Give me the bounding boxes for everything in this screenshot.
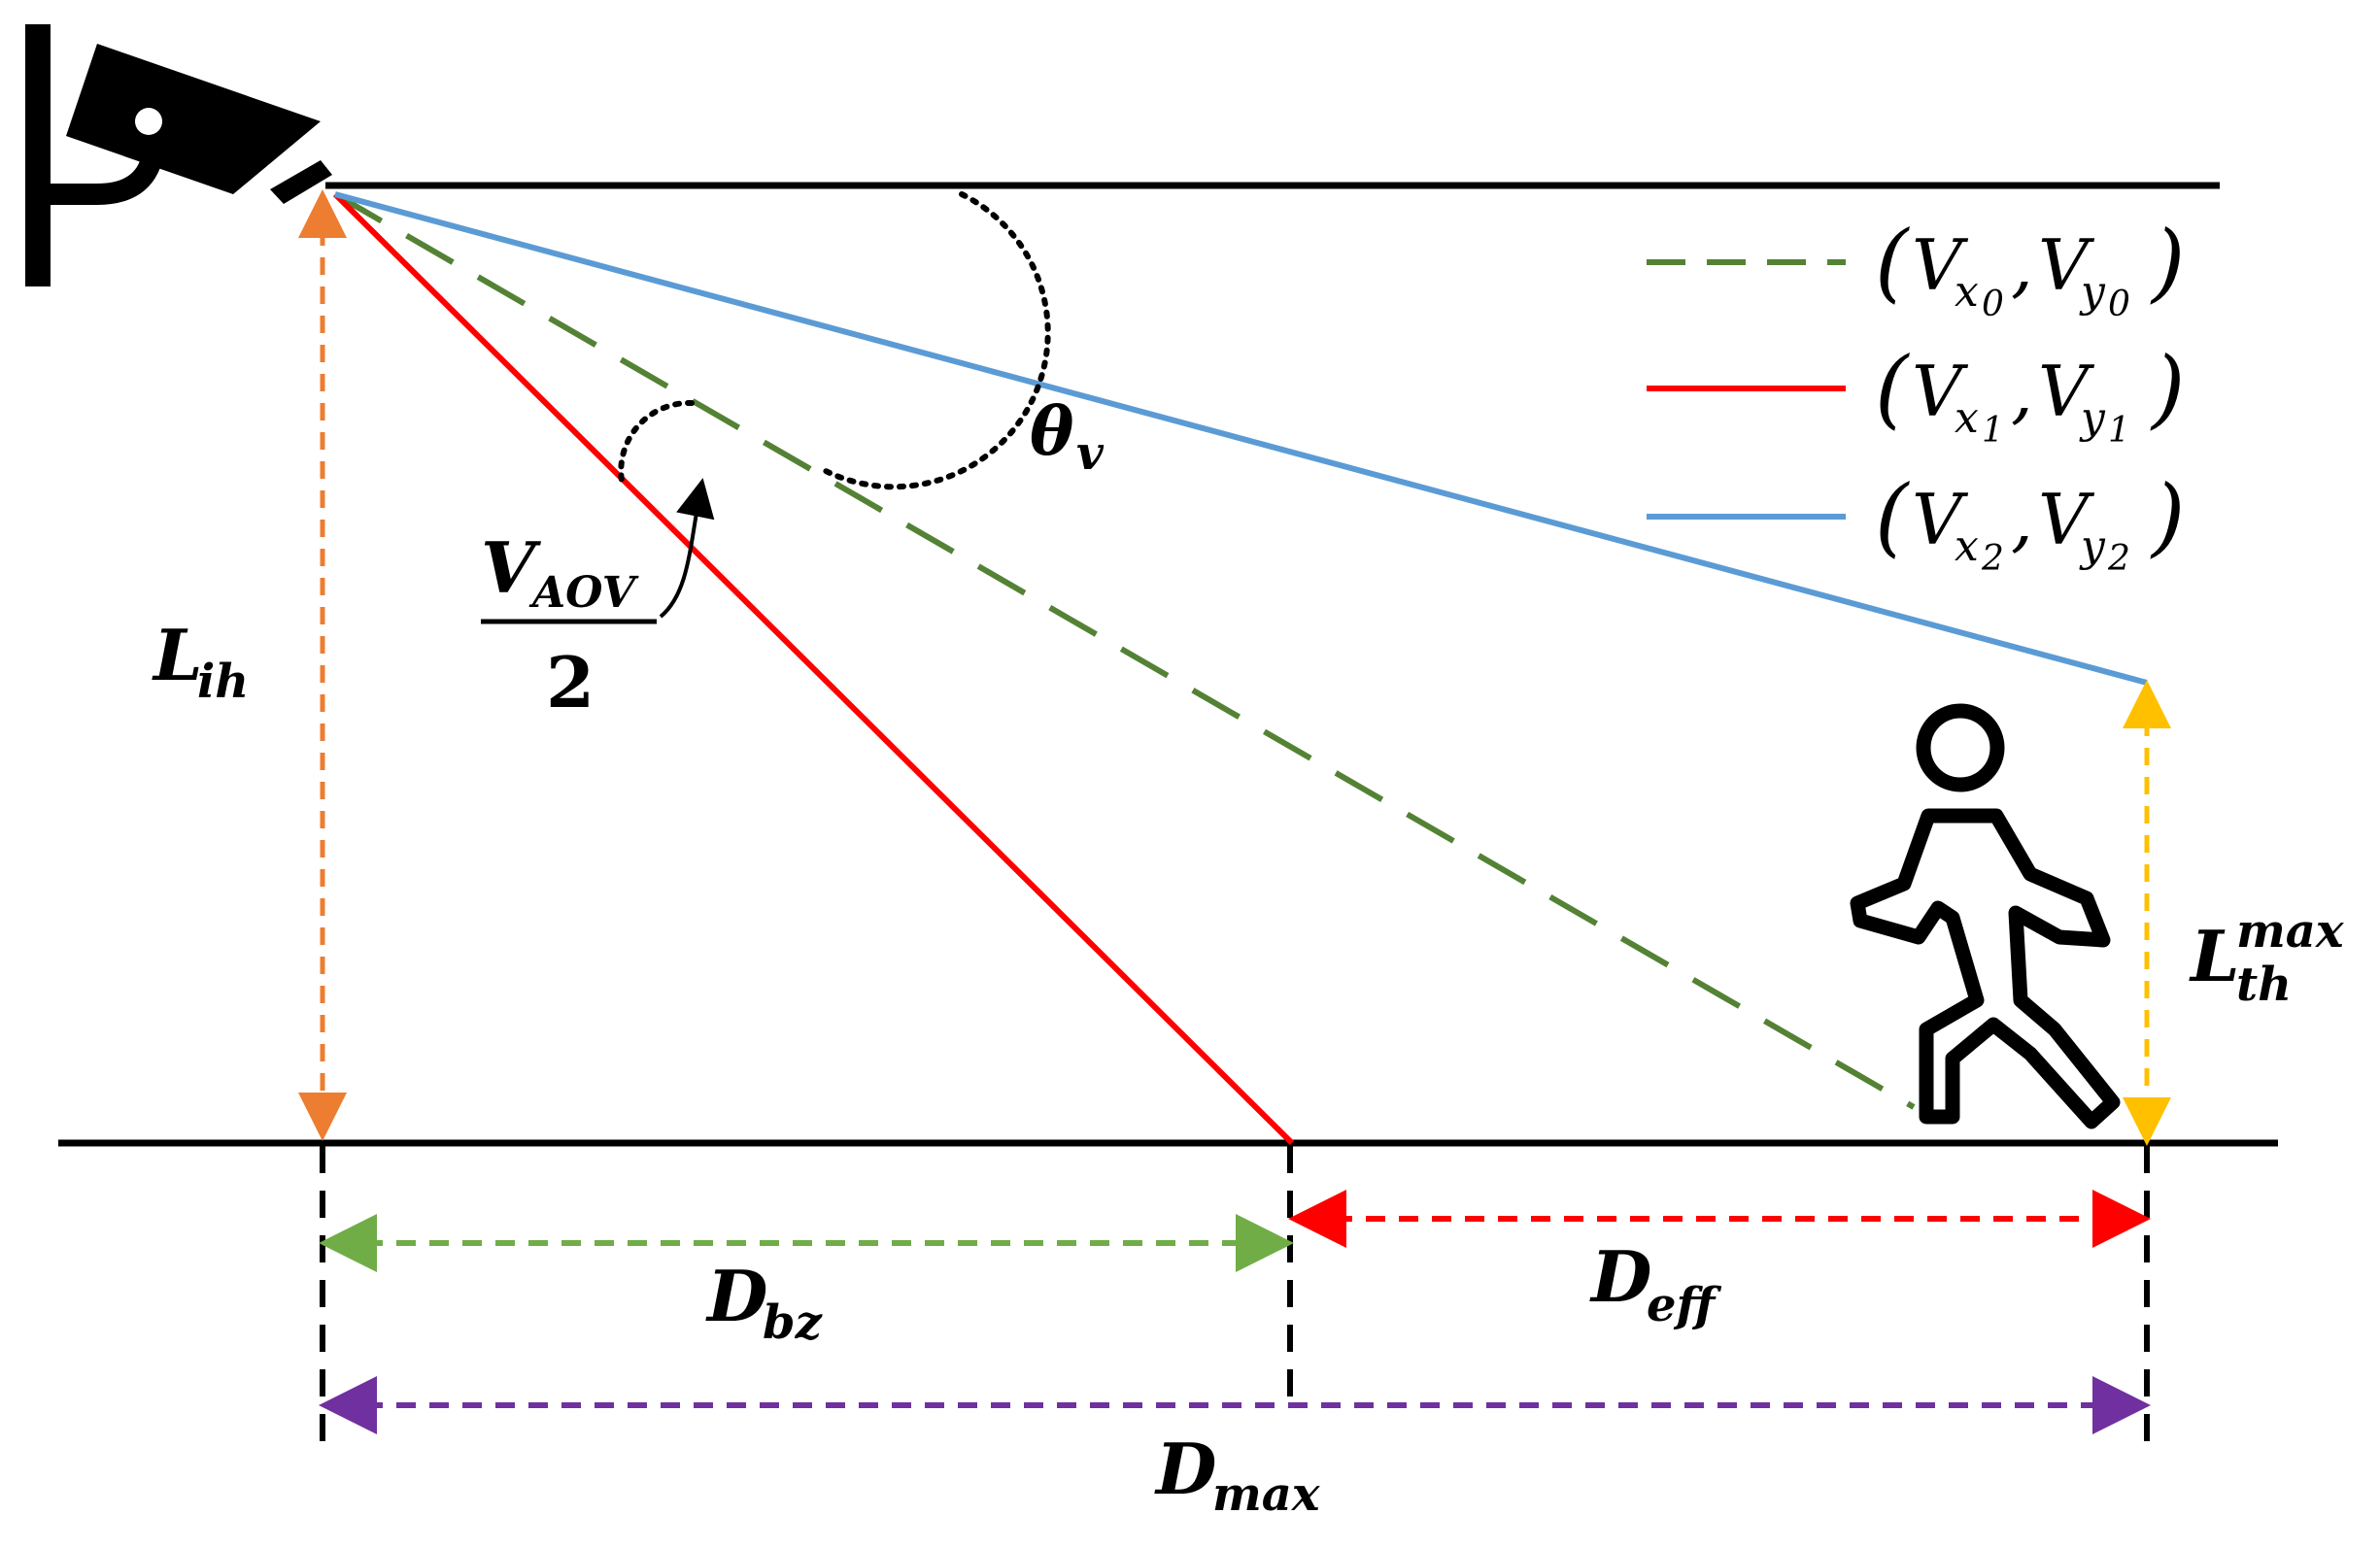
svg-text:V: V	[2038, 224, 2095, 306]
sight-line-x1	[332, 191, 1295, 1146]
threshold-height-label: L th max	[2189, 904, 2345, 1012]
svg-text:(: (	[1875, 466, 1910, 566]
svg-text:D: D	[1154, 1428, 1216, 1510]
half-angle-of-view-label: V AOV 2	[481, 526, 657, 724]
svg-text:2: 2	[1981, 539, 2004, 579]
svg-text:V: V	[1912, 479, 1969, 560]
svg-text:bz: bz	[763, 1296, 824, 1350]
legend-item-x1: ( V x 1 , V y 1 )	[1647, 338, 2185, 451]
svg-text:V: V	[2038, 479, 2095, 560]
svg-text:0: 0	[2108, 285, 2130, 324]
effective-distance-label: D eff	[1589, 1235, 1722, 1332]
legend: ( V x 0 , V y 0 ) ( V x 1 , V y 1 ) ( V …	[1647, 212, 2185, 579]
svg-text:(: (	[1875, 338, 1910, 438]
svg-text:D: D	[705, 1255, 767, 1337]
security-camera-icon	[25, 24, 332, 286]
svg-text:x: x	[1955, 393, 1979, 443]
svg-text:2: 2	[2107, 539, 2130, 579]
svg-text:ih: ih	[197, 655, 249, 709]
legend-item-x0: ( V x 0 , V y 0 )	[1647, 212, 2185, 324]
svg-text:V: V	[2038, 351, 2095, 432]
svg-text:V: V	[1912, 224, 1969, 306]
half-aov-angle-arc	[618, 399, 695, 484]
svg-text:y: y	[2079, 267, 2106, 317]
svg-text:D: D	[1589, 1235, 1651, 1318]
svg-text:): )	[2150, 212, 2185, 312]
installation-height-label: L ih	[152, 614, 249, 709]
svg-text:th: th	[2236, 958, 2292, 1012]
legend-item-x2: ( V x 2 , V y 2 )	[1647, 466, 2185, 579]
svg-text:max: max	[1212, 1467, 1321, 1522]
svg-text:,: ,	[2011, 224, 2033, 306]
svg-text:x: x	[1955, 522, 1979, 571]
svg-text:): )	[2150, 466, 2185, 566]
sight-line-x2	[334, 191, 2148, 686]
theta-v-label: θ v	[1030, 393, 1105, 481]
svg-text:2: 2	[546, 641, 595, 724]
svg-text:(: (	[1875, 212, 1910, 312]
svg-text:θ: θ	[1030, 393, 1074, 471]
svg-text:,: ,	[2011, 479, 2033, 560]
walking-person-icon	[1850, 703, 2121, 1129]
svg-text:v: v	[1076, 426, 1105, 481]
svg-text:y: y	[2079, 393, 2106, 443]
svg-text:x: x	[1955, 267, 1979, 317]
svg-text:): )	[2150, 338, 2185, 438]
half-aov-pointer-arrow	[659, 478, 715, 619]
svg-text:V: V	[1912, 351, 1969, 432]
svg-text:,: ,	[2011, 351, 2033, 432]
svg-text:eff: eff	[1647, 1278, 1722, 1332]
svg-text:y: y	[2079, 522, 2106, 571]
sight-line-x0	[333, 191, 1916, 1110]
svg-text:1: 1	[2108, 411, 2130, 451]
max-distance-label: D max	[1154, 1428, 1321, 1522]
svg-text:0: 0	[1982, 285, 2004, 324]
svg-text:L: L	[2189, 915, 2240, 997]
svg-text:1: 1	[1982, 411, 2004, 451]
svg-text:max: max	[2236, 904, 2345, 959]
svg-text:L: L	[152, 614, 203, 696]
theta-angle-arc	[823, 191, 1051, 490]
svg-text:V: V	[481, 526, 541, 609]
svg-text:AOV: AOV	[528, 568, 639, 618]
blind-zone-label: D bz	[705, 1255, 824, 1350]
